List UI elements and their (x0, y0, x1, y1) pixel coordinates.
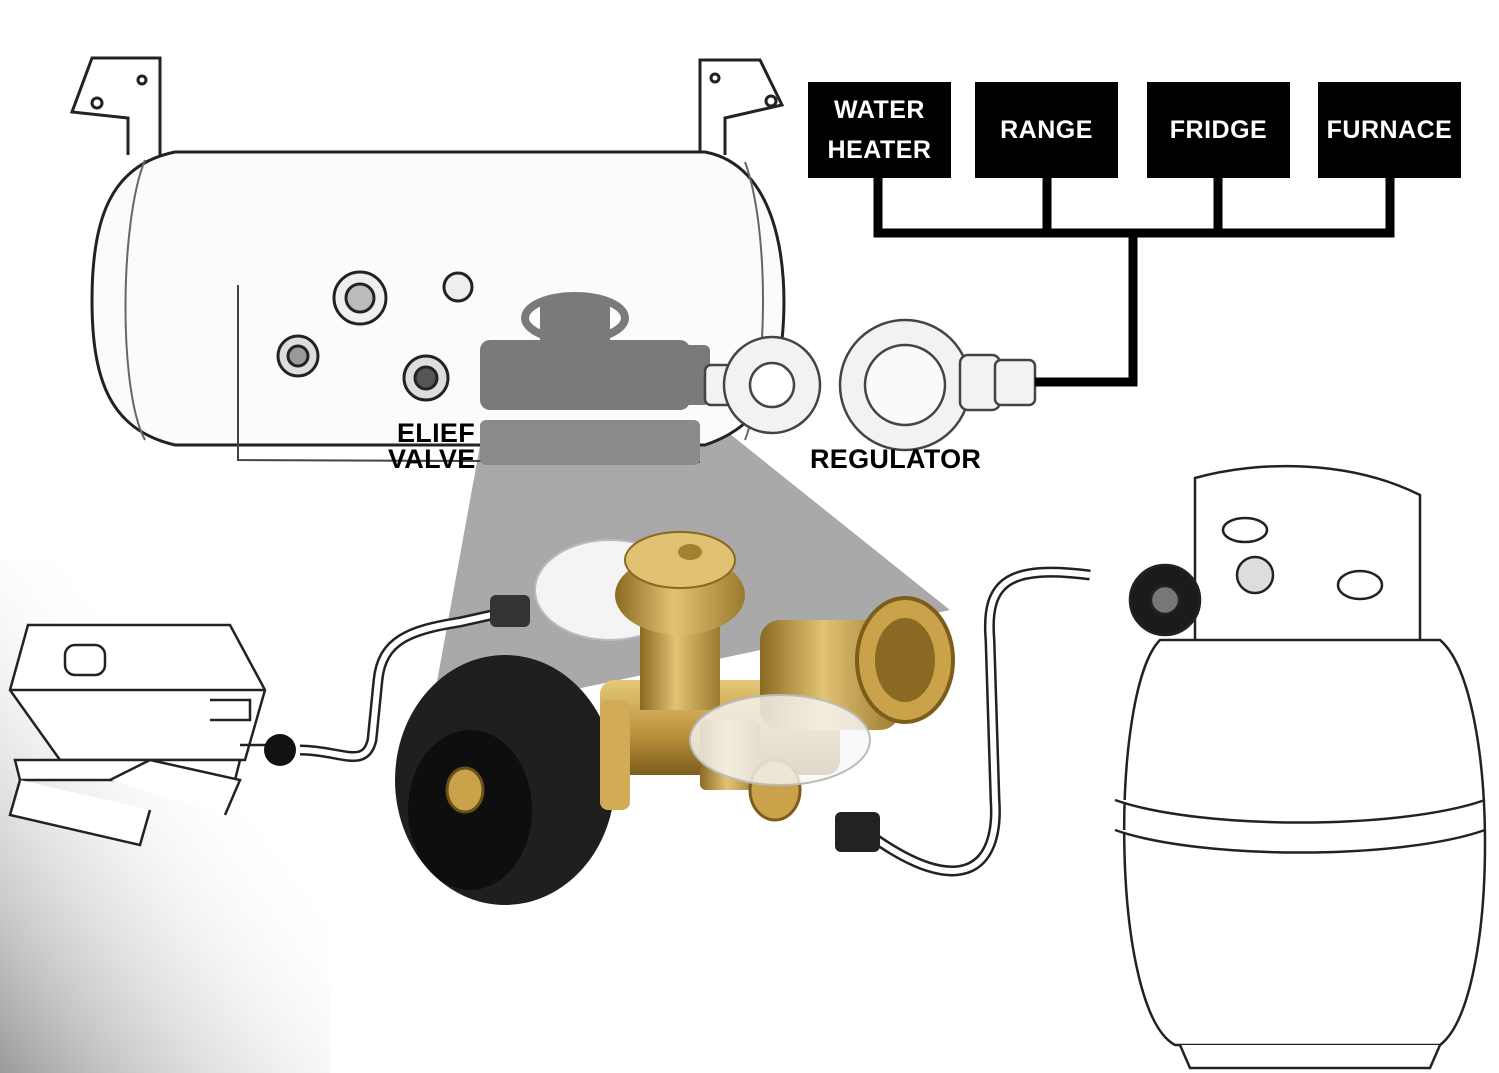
regulator-label: REGULATOR (810, 444, 982, 474)
two-stage-regulator (703, 318, 1037, 452)
appliance-box-water-heater: WATER HEATER (808, 82, 951, 178)
propane-cylinder (1114, 464, 1487, 1070)
appliance-box-range: RANGE (975, 82, 1118, 178)
relief-valve-label-line1: ELIEF (397, 418, 476, 448)
tank-tee-silhouette (480, 292, 710, 465)
tee-adapter (395, 531, 955, 905)
cylinder-hose (835, 566, 1091, 877)
appliance-label-water-heater: WATER HEATER (827, 96, 932, 164)
appliance-box-furnace: FURNACE (1318, 82, 1461, 178)
appliance-label-range: RANGE (1000, 116, 1093, 144)
rv-propane-tank (69, 56, 786, 463)
appliance-manifold (873, 175, 1395, 387)
appliance-label-fridge: FRIDGE (1169, 116, 1268, 144)
appliance-label-furnace: FURNACE (1326, 116, 1453, 144)
appliance-box-fridge: FRIDGE (1147, 82, 1290, 178)
portable-grill (8, 623, 285, 847)
grill-hose (264, 595, 530, 766)
relief-valve-label-line2: VALVE (388, 444, 476, 474)
